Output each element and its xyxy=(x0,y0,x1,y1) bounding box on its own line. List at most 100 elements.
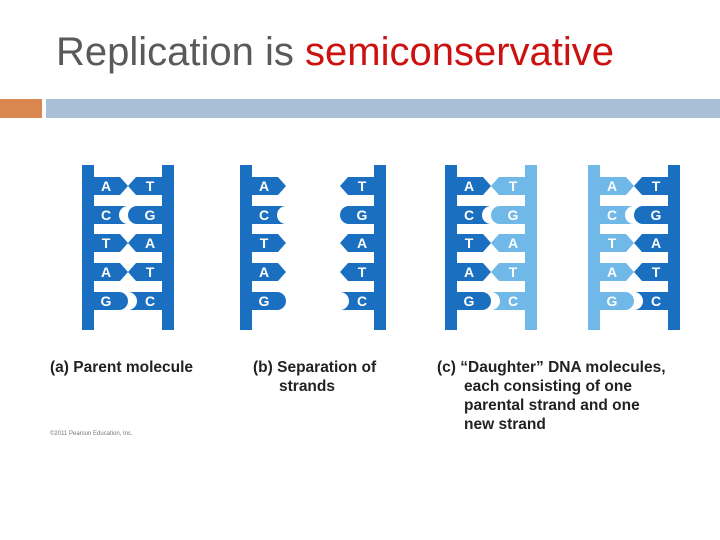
c2-left-label-3: A xyxy=(607,264,617,280)
c1-left-label-1: C xyxy=(464,207,474,223)
b-right-label-1: G xyxy=(357,207,368,223)
a-right-base-3 xyxy=(128,263,163,281)
a-right-base-2 xyxy=(128,234,163,252)
c1-right-label-1: G xyxy=(508,207,519,223)
c1-right-label-0: T xyxy=(509,178,518,194)
c2-right-label-2: A xyxy=(651,235,661,251)
c1-left-base-1 xyxy=(456,206,491,224)
b-right-label-0: T xyxy=(358,178,367,194)
b-left-label-3: A xyxy=(259,264,269,280)
c1-right-backbone xyxy=(525,165,537,330)
c2-left-label-2: T xyxy=(608,235,617,251)
b-left-base-3 xyxy=(251,263,286,281)
a-left-backbone xyxy=(82,165,94,330)
a-right-label-3: T xyxy=(146,264,155,280)
a-left-base-4 xyxy=(93,292,128,310)
caption-a-prefix: (a) xyxy=(50,359,69,376)
c2-left-label-1: C xyxy=(607,207,617,223)
b-left-label-1: C xyxy=(259,207,269,223)
title-accent: semiconservative xyxy=(305,30,615,74)
caption-c-line1: “Daughter” DNA molecules, xyxy=(460,359,666,376)
a-left-base-2 xyxy=(93,234,128,252)
caption-b: (b) Separation of strands xyxy=(253,358,376,396)
c1-left-base-0 xyxy=(456,177,491,195)
b-right-base-2 xyxy=(340,234,375,252)
b-right-base-3 xyxy=(340,263,375,281)
a-right-label-0: T xyxy=(146,178,155,194)
b-right-label-3: T xyxy=(358,264,367,280)
c2-right-base-3 xyxy=(634,263,669,281)
c1-left-backbone xyxy=(445,165,457,330)
caption-c-line2: each consisting of one xyxy=(464,378,632,395)
a-left-label-4: G xyxy=(101,293,112,309)
c1-right-label-2: A xyxy=(508,235,518,251)
b-right-base-4 xyxy=(340,292,375,310)
c2-right-base-0 xyxy=(634,177,669,195)
c1-left-base-2 xyxy=(456,234,491,252)
c1-right-label-4: C xyxy=(508,293,518,309)
a-right-backbone xyxy=(162,165,174,330)
caption-b-line2: strands xyxy=(279,378,335,395)
b-right-label-4: C xyxy=(357,293,367,309)
c2-left-base-1 xyxy=(599,206,634,224)
c1-right-label-3: T xyxy=(509,264,518,280)
slide-title: Replication is semiconservative xyxy=(56,30,614,75)
caption-a: (a) Parent molecule xyxy=(50,358,193,377)
header-accent-bar xyxy=(0,99,42,118)
title-plain: Replication is xyxy=(56,30,306,74)
b-right-base-1 xyxy=(340,206,375,224)
a-left-label-0: A xyxy=(101,178,111,194)
b-left-label-2: T xyxy=(260,235,269,251)
copyright-notice: ©2011 Pearson Education, Inc. xyxy=(50,431,133,437)
caption-c-line4: new strand xyxy=(464,416,546,433)
caption-b-prefix: (b) xyxy=(253,359,273,376)
b-right-backbone xyxy=(374,165,386,330)
b-left-base-0 xyxy=(251,177,286,195)
c1-left-base-4 xyxy=(456,292,491,310)
a-right-label-1: G xyxy=(145,207,156,223)
c2-right-backbone xyxy=(668,165,680,330)
b-left-label-0: A xyxy=(259,178,269,194)
c2-left-backbone xyxy=(588,165,600,330)
caption-b-line1: Separation of xyxy=(277,359,377,376)
a-right-base-0 xyxy=(128,177,163,195)
b-left-label-4: G xyxy=(259,293,270,309)
header-divider-bar xyxy=(46,99,720,118)
caption-a-text: Parent molecule xyxy=(73,359,194,376)
c1-right-base-1 xyxy=(491,206,526,224)
c2-left-label-0: A xyxy=(607,178,617,194)
a-left-base-1 xyxy=(93,206,128,224)
c1-right-base-2 xyxy=(491,234,526,252)
a-left-label-3: A xyxy=(101,264,111,280)
a-right-label-2: A xyxy=(145,235,155,251)
a-right-label-4: C xyxy=(145,293,155,309)
c2-left-base-0 xyxy=(599,177,634,195)
a-right-base-1 xyxy=(128,206,163,224)
c2-right-label-0: T xyxy=(652,178,661,194)
c2-right-base-2 xyxy=(634,234,669,252)
c2-left-base-3 xyxy=(599,263,634,281)
c2-left-base-4 xyxy=(599,292,634,310)
caption-c: (c) “Daughter” DNA molecules, each consi… xyxy=(437,358,666,434)
c1-right-base-3 xyxy=(491,263,526,281)
c1-left-label-4: G xyxy=(464,293,475,309)
caption-c-line3: parental strand and one xyxy=(464,397,640,414)
a-left-base-0 xyxy=(93,177,128,195)
a-right-base-4 xyxy=(128,292,163,310)
c2-right-label-4: C xyxy=(651,293,661,309)
caption-c-prefix: (c) xyxy=(437,359,456,376)
c2-left-base-2 xyxy=(599,234,634,252)
c1-left-label-0: A xyxy=(464,178,474,194)
c2-right-label-3: T xyxy=(652,264,661,280)
c1-left-label-3: A xyxy=(464,264,474,280)
a-left-label-2: T xyxy=(102,235,111,251)
c1-right-base-4 xyxy=(491,292,526,310)
b-left-backbone xyxy=(240,165,252,330)
c1-left-base-3 xyxy=(456,263,491,281)
c1-right-base-0 xyxy=(491,177,526,195)
a-left-base-3 xyxy=(93,263,128,281)
